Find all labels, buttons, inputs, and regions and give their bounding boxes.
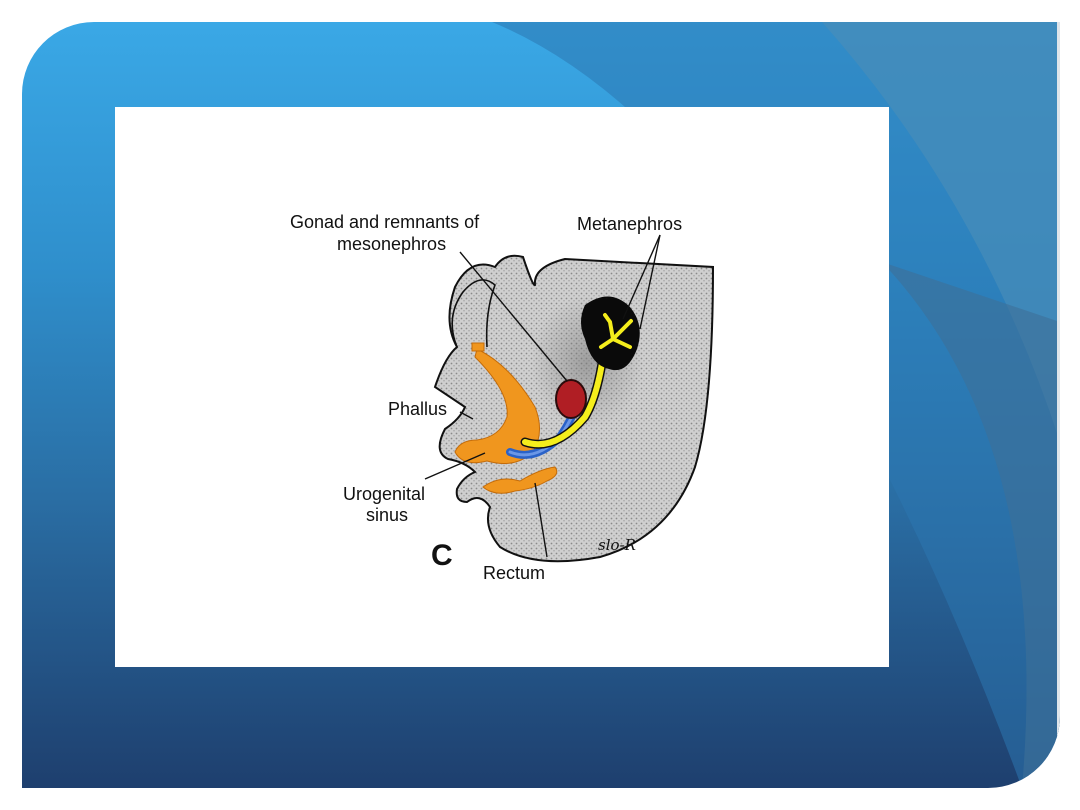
metanephros-leader-b [639, 234, 661, 330]
label-gonad-line2: mesonephros [337, 234, 446, 254]
phallus-tip [471, 342, 485, 352]
calyces-yellow [599, 313, 633, 349]
rectum-leader [534, 482, 548, 558]
swoosh-band-2 [822, 22, 1060, 442]
label-rectum: Rectum [483, 563, 545, 583]
label-urogenital-line2: sinus [366, 505, 408, 525]
label-metanephros: Metanephros [577, 214, 682, 234]
swoosh-band-1 [492, 22, 1060, 788]
slide-background: Gonad and remnants of mesonephros Metane… [22, 22, 1060, 788]
gonad-leader [459, 251, 568, 382]
artist-signature: slo-R [598, 536, 636, 554]
label-gonad-line1: Gonad and remnants of [290, 212, 480, 232]
rectum-shape [482, 466, 558, 494]
figure-panel: Gonad and remnants of mesonephros Metane… [115, 107, 889, 667]
label-phallus: Phallus [388, 399, 447, 419]
background-swoosh-shapes [492, 22, 1060, 788]
slide-edge [1057, 22, 1060, 788]
label-panel-letter: C [431, 539, 453, 572]
embryo-diagram: Gonad and remnants of mesonephros Metane… [290, 212, 715, 583]
metanephros-leader-a [622, 234, 661, 320]
swoosh-band-3 [882, 262, 1060, 788]
urogenital-sinus-shape [454, 348, 540, 464]
leader-lines [424, 234, 661, 558]
label-urogenital-line1: Urogenital [343, 484, 425, 504]
urogenital-leader [424, 452, 486, 480]
phallus-leader [459, 411, 474, 420]
gonad-shape [555, 379, 587, 419]
phallus-fold-outline [451, 279, 496, 348]
